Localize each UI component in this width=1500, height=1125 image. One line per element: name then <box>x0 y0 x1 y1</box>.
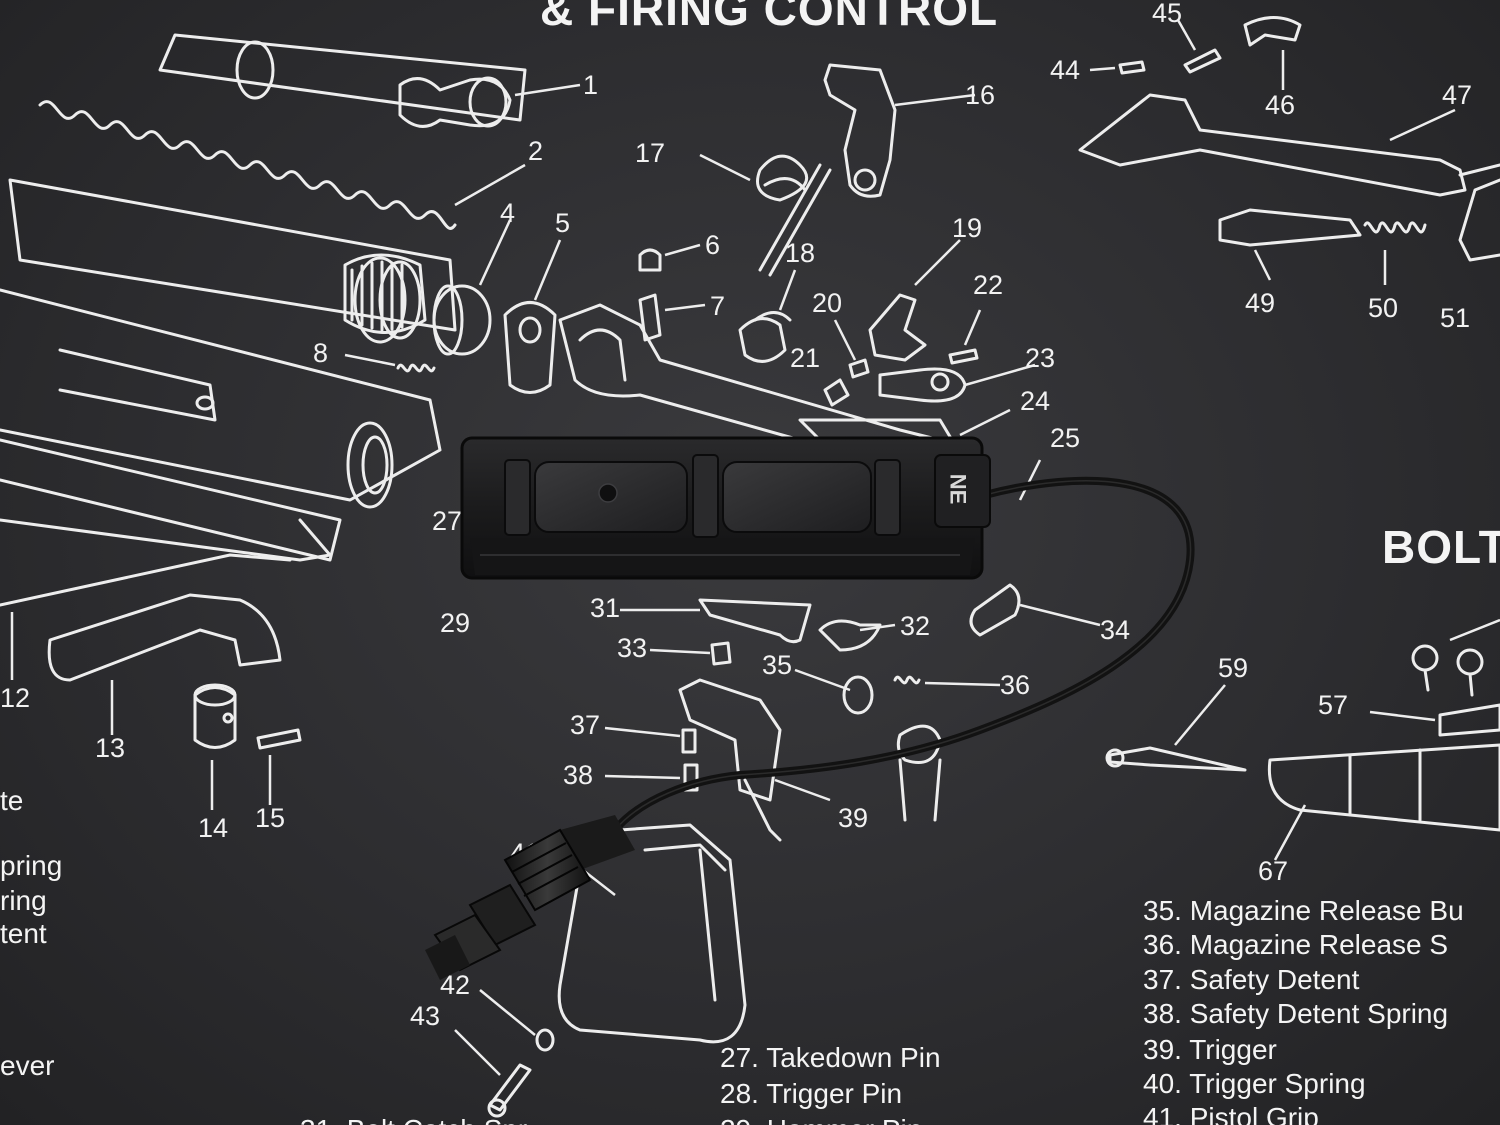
switch-body <box>460 436 991 580</box>
part-number-label: 19 <box>952 213 983 243</box>
mat-top-heading: & FIRING CONTROL <box>540 0 999 35</box>
part-number-label: 14 <box>198 813 229 843</box>
part-number-label: 12 <box>0 683 31 713</box>
part-number-label: 57 <box>1318 690 1349 720</box>
pressure-pad-right <box>722 461 872 533</box>
part-number-label: 39 <box>838 803 869 833</box>
part-number-label: 67 <box>1258 856 1289 886</box>
part-number-label: 22 <box>973 270 1004 300</box>
legend-line: 28. Trigger Pin <box>720 1078 903 1109</box>
edge-text-fragment: ring <box>0 885 47 916</box>
part-number-label: 47 <box>1442 80 1473 110</box>
part-number-label: 24 <box>1020 386 1051 416</box>
cable-connector <box>425 815 635 980</box>
part-number-label: 34 <box>1100 615 1131 645</box>
part-number-label: 43 <box>410 1001 441 1031</box>
legend-line: 36. Magazine Release S <box>1143 929 1449 960</box>
legend-line: 35. Magazine Release Bu <box>1143 895 1464 926</box>
part-number-label: 45 <box>1152 0 1183 28</box>
part-number-label: 6 <box>705 230 721 260</box>
part-number-label: 29 <box>440 608 471 638</box>
legend-line: 37. Safety Detent <box>1143 964 1360 995</box>
mat-bolt-heading: BOLT <box>1382 521 1500 573</box>
part-number-label: 7 <box>710 291 726 321</box>
part-number-label: 36 <box>1000 670 1031 700</box>
part-number-label: 15 <box>255 803 286 833</box>
part-number-label: 37 <box>570 710 601 740</box>
part-number-label: 21 <box>790 343 821 373</box>
part-number-label: 16 <box>965 80 996 110</box>
part-number-label: 44 <box>1050 55 1081 85</box>
legend-line: 39. Trigger <box>1143 1034 1277 1065</box>
legend-bottom-partial: 31. Bolt Catch Spr <box>300 1116 527 1125</box>
legend-line: 29. Hammer Pin <box>720 1116 922 1125</box>
edge-text-fragment: tent <box>0 918 47 949</box>
legend-line: 38. Safety Detent Spring <box>1143 998 1449 1029</box>
edge-text-fragment: te <box>0 785 24 816</box>
part-number-label: 13 <box>95 733 126 763</box>
legend-line: 27. Takedown Pin <box>720 1042 941 1073</box>
part-number-label: 17 <box>635 138 666 168</box>
part-number-label: 20 <box>812 288 843 318</box>
part-number-label: 4 <box>500 198 516 228</box>
part-number-label: 2 <box>528 136 544 166</box>
part-number-label: 25 <box>1050 423 1081 453</box>
part-number-label: 23 <box>1025 343 1056 373</box>
part-number-label: 38 <box>563 760 594 790</box>
part-number-label: 46 <box>1265 90 1296 120</box>
part-number-label: 49 <box>1245 288 1276 318</box>
part-number-label: 35 <box>762 650 793 680</box>
part-number-label: 51 <box>1440 303 1471 333</box>
part-number-label: 27 <box>432 506 463 536</box>
pad-indicator-dot <box>598 483 618 503</box>
legend-line: 41. Pistol Grip <box>1143 1102 1319 1125</box>
switch-logo: NE <box>945 473 971 505</box>
part-number-label: 5 <box>555 208 571 238</box>
edge-text-fragment: ever <box>0 1050 55 1081</box>
part-number-label: 1 <box>583 70 599 100</box>
part-number-label: 33 <box>617 633 648 663</box>
part-number-label: 59 <box>1218 653 1249 683</box>
part-number-label: 8 <box>313 338 329 368</box>
part-number-label: 31 <box>590 593 621 623</box>
part-number-label: 18 <box>785 238 816 268</box>
legend-line: 40. Trigger Spring <box>1143 1068 1366 1099</box>
edge-text-fragment: pring <box>0 850 63 881</box>
part-number-label: 32 <box>900 611 931 641</box>
part-number-label: 50 <box>1368 293 1399 323</box>
